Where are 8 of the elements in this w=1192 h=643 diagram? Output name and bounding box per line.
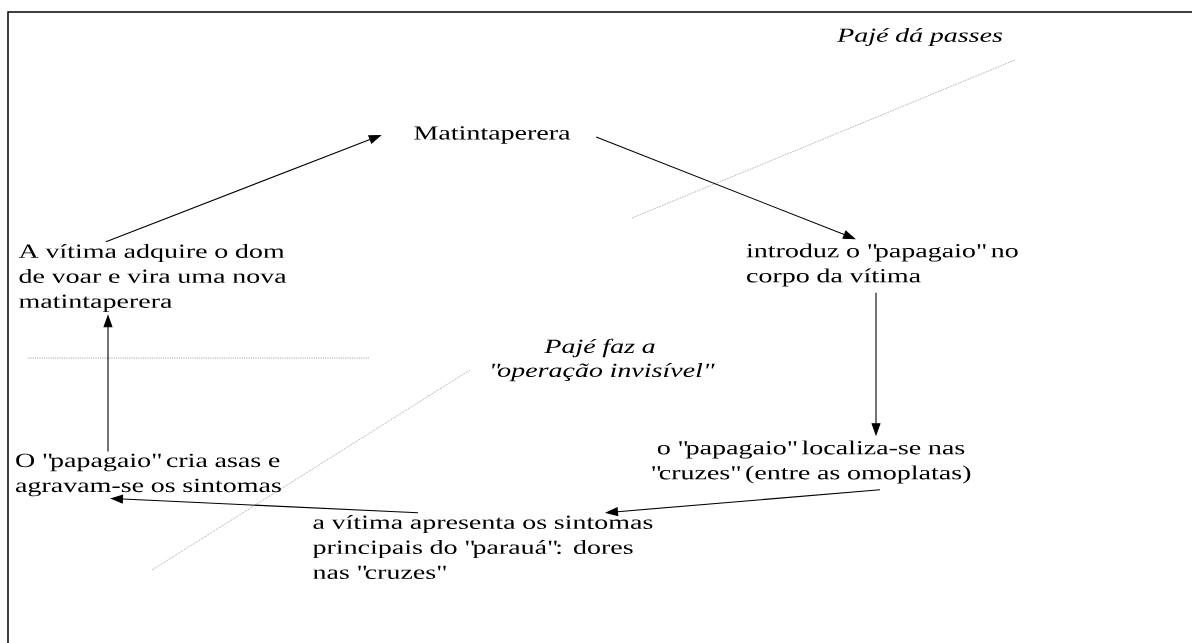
step-text: A vítima adquire o dom de voar e vira uma nova matintaperera bbox=[18, 243, 287, 313]
step-text: Matintaperera bbox=[414, 126, 571, 144]
annotation-text: Pajé faz a "operação invisível" bbox=[492, 338, 715, 382]
step-text: O "papagaio" cria asas e agravam-se os sintomas bbox=[16, 453, 281, 497]
step-text: o "papagaio" localiza-se nas "cruzes" (entre as omoplatas) bbox=[652, 440, 971, 484]
annotation-text: Pajé dá passes bbox=[836, 27, 1003, 47]
step-text: introduz o "papagaio" no corpo da vítima bbox=[746, 243, 1018, 287]
step-text: a vítima apresenta os sintomas principais do "parauá": dores nas "cruzes" bbox=[312, 514, 653, 580]
